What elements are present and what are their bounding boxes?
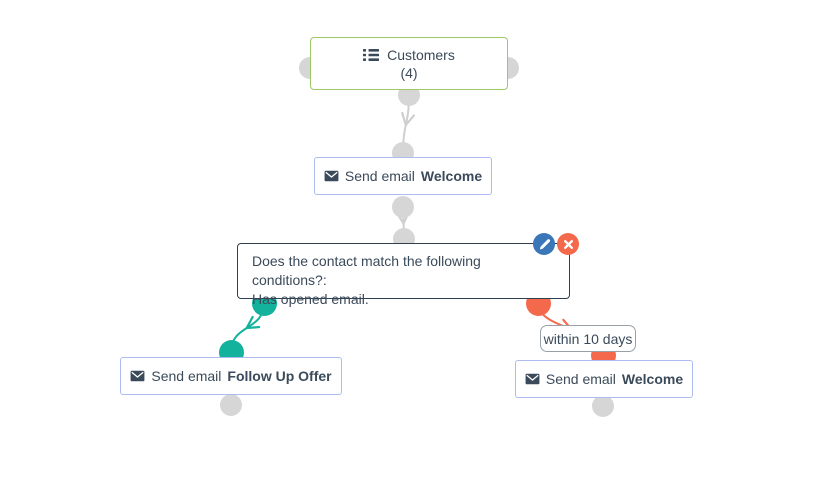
customers-label: Customers (387, 46, 455, 63)
node-send-email-welcome-2[interactable]: Send email Welcome (515, 360, 693, 398)
condition-criteria: Has opened email. (252, 291, 369, 307)
list-icon (363, 48, 380, 62)
endpoint-email1-bottom[interactable] (392, 196, 414, 218)
email1-prefix: Send email (344, 168, 415, 184)
customers-title-row: Customers (363, 47, 455, 63)
endpoint-followup-bottom[interactable] (220, 394, 242, 416)
envelope-icon (324, 170, 339, 182)
followup-name: Follow Up Offer (227, 368, 332, 384)
node-send-email-welcome-1[interactable]: Send email Welcome (314, 157, 492, 195)
customers-count: (4) (400, 64, 418, 81)
email2-name: Welcome (621, 371, 684, 387)
edge-label-within-10-days[interactable]: within 10 days (540, 325, 636, 352)
edit-button[interactable] (533, 233, 555, 255)
delete-button[interactable] (557, 233, 579, 255)
condition-question: Does the contact match the following con… (252, 253, 481, 288)
close-icon (563, 239, 574, 250)
pencil-icon (538, 238, 551, 251)
envelope-icon (525, 373, 540, 385)
envelope-icon (130, 370, 145, 382)
arrowhead-condition-yes-branch (245, 315, 261, 330)
node-customers[interactable]: Customers (4) (310, 37, 508, 90)
followup-prefix: Send email (151, 368, 222, 384)
arrowhead-customers-to-email1 (401, 111, 416, 127)
email2-prefix: Send email (545, 371, 616, 387)
node-condition[interactable]: Does the contact match the following con… (237, 243, 570, 307)
email1-name: Welcome (420, 168, 483, 184)
node-send-email-followup[interactable]: Send email Follow Up Offer (120, 357, 342, 395)
endpoint-welcome2-bottom[interactable] (592, 395, 614, 417)
